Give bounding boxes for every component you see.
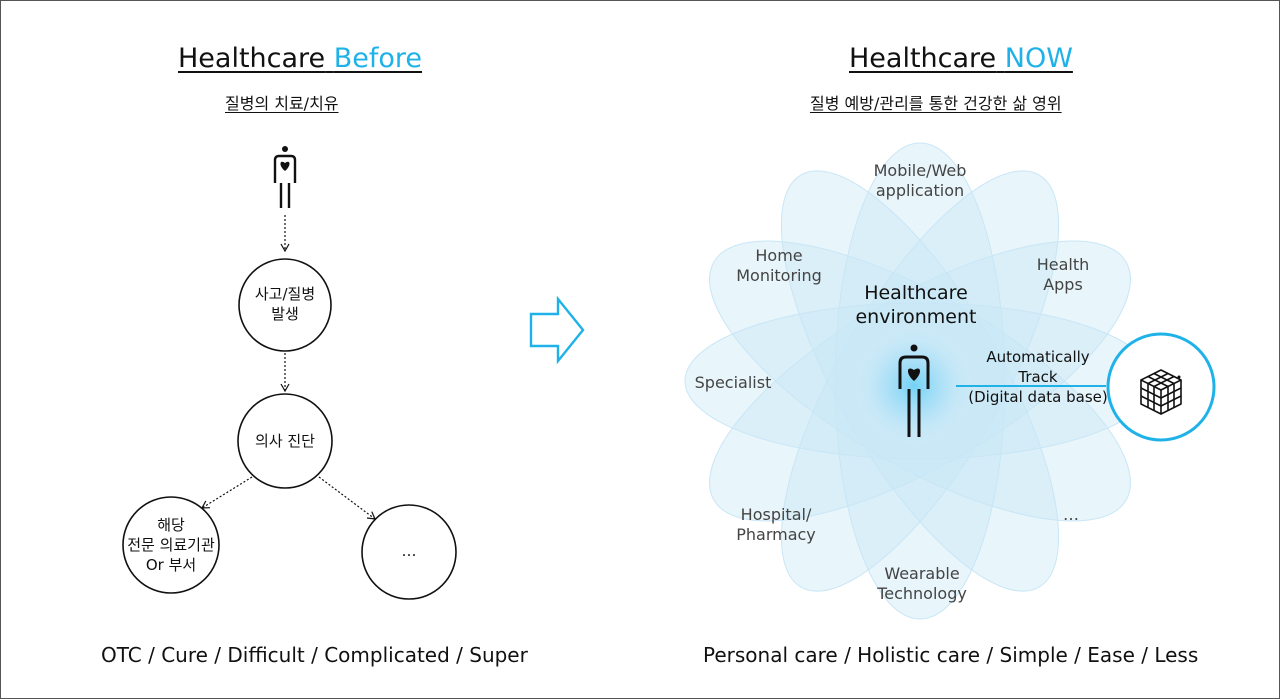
now-title-accent: NOW <box>1004 43 1073 74</box>
petal-mobile-web: Mobile/Web application <box>873 161 967 200</box>
petal-home-monitoring: Home Monitoring <box>736 246 822 285</box>
node-diagnosis-circle <box>237 393 333 489</box>
before-title-main: Healthcare <box>178 43 326 74</box>
node-other-label: … <box>401 542 417 560</box>
track-label: Automatically Track (Digital data base) <box>968 348 1108 406</box>
petal-more: … <box>1063 505 1079 524</box>
before-title: Healthcare Before <box>178 43 422 74</box>
center-glow <box>852 324 976 448</box>
now-subtitle: 질병 예방/관리를 통한 건강한 삶 영위 <box>810 94 1062 113</box>
before-subtitle: 질병의 치료/치유 <box>225 94 339 113</box>
node-accident-label: 사고/질병 발생 <box>254 285 316 323</box>
now-footer: Personal care / Holistic care / Simple /… <box>703 643 1199 667</box>
node-other-circle <box>361 504 457 600</box>
data-cube-icon <box>1140 369 1182 415</box>
data-node-circle <box>1106 332 1216 442</box>
person-heart-icon <box>898 344 930 437</box>
petal-specialist: Specialist <box>694 373 772 392</box>
node-diagnosis-label: 의사 진단 <box>255 432 315 450</box>
node-accident-circle <box>238 258 332 352</box>
flow-arrow-3 <box>200 476 253 509</box>
now-title: Healthcare NOW <box>849 43 1073 74</box>
now-title-main: Healthcare <box>849 43 997 74</box>
before-title-accent: Before <box>333 43 423 74</box>
person-heart-icon <box>273 146 297 208</box>
node-specialist-label: 해당 전문 의료기관 Or 부서 <box>127 516 215 574</box>
node-specialist-circle <box>122 496 220 594</box>
petal-wearable: Wearable Technology <box>877 564 967 603</box>
center-label: Healthcare environment <box>855 282 977 328</box>
arrow-right-icon <box>529 295 585 365</box>
before-footer: OTC / Cure / Difficult / Complicated / S… <box>101 643 528 667</box>
petal-health-apps: Health Apps <box>1036 255 1090 294</box>
flow-arrow-4 <box>318 476 376 520</box>
petal-hospital-pharmacy: Hospital/ Pharmacy <box>736 505 816 544</box>
